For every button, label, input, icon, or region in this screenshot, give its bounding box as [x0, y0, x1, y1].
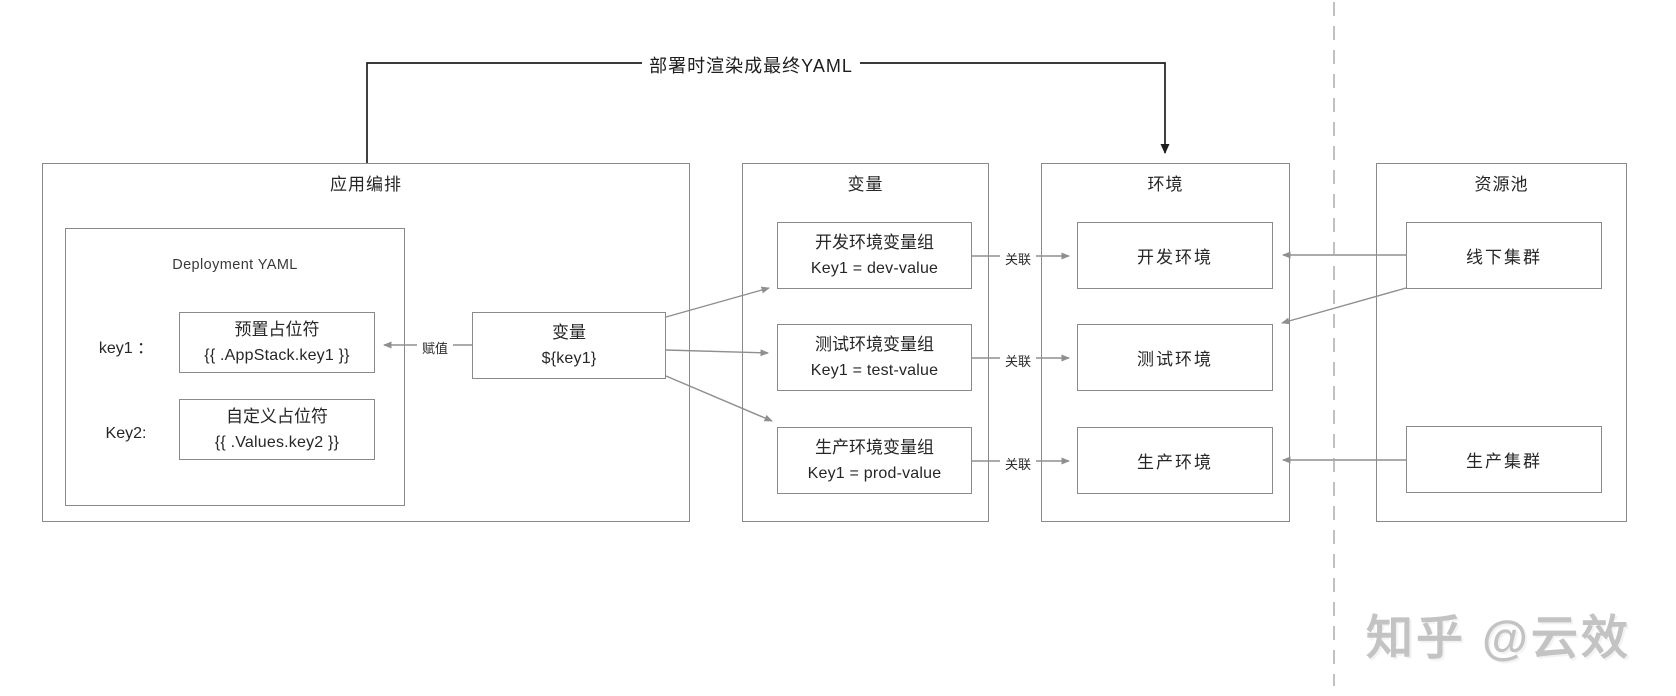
orchestration-container-box: [42, 163, 690, 522]
assign-label: 赋值: [417, 338, 454, 357]
env-dev-name: 开发环境: [1137, 248, 1213, 267]
var-group-dev-assignment: Key1 = dev-value: [810, 259, 939, 277]
orchestration-title: 应用编排: [330, 175, 402, 194]
relation-label-dev: 关联: [1000, 249, 1037, 268]
variable-box-expression: ${key1}: [541, 349, 597, 367]
cluster-offline-box: 线下集群: [1406, 222, 1602, 289]
var-group-dev-box: 开发环境变量组 Key1 = dev-value: [777, 222, 972, 289]
preset-placeholder-type: 预置占位符: [234, 319, 320, 339]
environments-container-box: [1041, 163, 1290, 522]
variable-box-title: 变量: [552, 322, 586, 342]
env-test-box: 测试环境: [1077, 324, 1273, 391]
env-test-name: 测试环境: [1137, 350, 1213, 369]
variables-container-box: [742, 163, 989, 522]
custom-placeholder-box: 自定义占位符 {{ .Values.key2 }}: [179, 399, 375, 460]
custom-placeholder-template: {{ .Values.key2 }}: [214, 433, 340, 451]
cluster-offline-name: 线下集群: [1466, 248, 1542, 267]
environments-title: 环境: [1147, 175, 1184, 194]
custom-placeholder-type: 自定义占位符: [226, 406, 328, 426]
var-group-test-name: 测试环境变量组: [815, 334, 934, 354]
var-group-prod-box: 生产环境变量组 Key1 = prod-value: [777, 427, 972, 494]
deployment-yaml-box: [65, 228, 405, 506]
var-group-test-box: 测试环境变量组 Key1 = test-value: [777, 324, 972, 391]
cluster-prod-name: 生产集群: [1466, 452, 1542, 471]
cluster-prod-box: 生产集群: [1406, 426, 1602, 493]
yaml-key2-label: Key2:: [105, 425, 147, 442]
preset-placeholder-template: {{ .AppStack.key1 }}: [204, 346, 350, 364]
relation-label-test: 关联: [1000, 351, 1037, 370]
var-group-dev-name: 开发环境变量组: [815, 232, 934, 252]
env-prod-box: 生产环境: [1077, 427, 1273, 494]
variable-box: 变量 ${key1}: [472, 312, 666, 379]
deploy-render-label: 部署时渲染成最终YAML: [642, 52, 860, 78]
resource-pool-title: 资源池: [1474, 175, 1529, 194]
var-group-prod-name: 生产环境变量组: [815, 437, 934, 457]
yaml-key1-label: key1 ：: [98, 340, 154, 357]
watermark-text: 知乎 @云效: [1366, 611, 1631, 664]
variables-title: 变量: [847, 175, 884, 194]
relation-label-prod: 关联: [1000, 454, 1037, 473]
var-group-test-assignment: Key1 = test-value: [810, 361, 939, 379]
env-prod-name: 生产环境: [1137, 453, 1213, 472]
resource-pool-container-box: [1376, 163, 1627, 522]
deployment-yaml-title: Deployment YAML: [172, 257, 298, 273]
env-dev-box: 开发环境: [1077, 222, 1273, 289]
var-group-prod-assignment: Key1 = prod-value: [807, 464, 942, 482]
deploy-render-arrow: [366, 62, 1170, 163]
preset-placeholder-box: 预置占位符 {{ .AppStack.key1 }}: [179, 312, 375, 373]
